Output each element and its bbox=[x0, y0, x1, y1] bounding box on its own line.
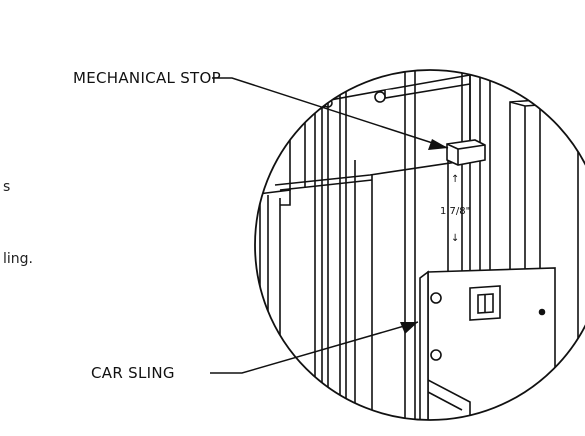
clearance-dimension: 1 7/8" bbox=[440, 206, 471, 217]
mechanical-stop-leader bbox=[212, 77, 449, 150]
car-sling-leader bbox=[210, 321, 419, 374]
dimension-arrow-up: ↑ bbox=[451, 174, 460, 185]
detail-circle bbox=[254, 69, 585, 421]
car-sling-label: CAR SLING bbox=[91, 364, 175, 382]
guide-rails bbox=[314, 70, 491, 420]
magnified-view bbox=[255, 70, 585, 420]
dimension-arrow-down: ↓ bbox=[451, 233, 460, 244]
mechanical-stop-label: MECHANICAL STOP bbox=[73, 69, 221, 87]
body-text-fragment: s bbox=[3, 179, 11, 195]
mechanical-stop-block bbox=[446, 139, 486, 166]
body-text-fragment: ling. bbox=[3, 251, 33, 267]
